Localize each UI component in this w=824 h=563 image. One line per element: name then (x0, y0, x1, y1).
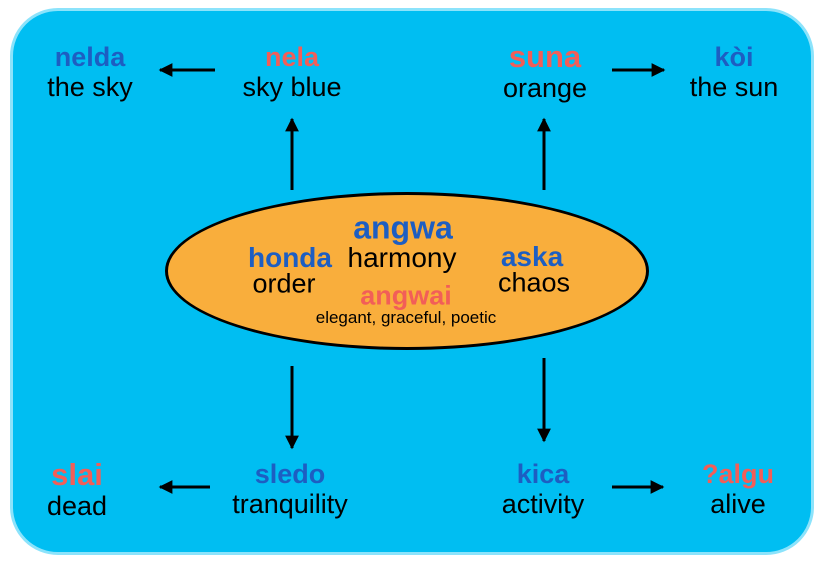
gloss-tranquility: tranquility (232, 488, 348, 519)
node-bottom-left: slai dead (46, 457, 108, 522)
word-angwai: angwai (360, 280, 452, 311)
gloss-the-sky: the sky (47, 71, 133, 102)
gloss-activity: activity (501, 488, 585, 519)
gloss-dead: dead (46, 491, 108, 522)
word-sledo: sledo (254, 459, 326, 489)
node-bottom-mid-left: sledo tranquility (232, 459, 348, 519)
node-bottom-mid-right: kica activity (501, 459, 585, 519)
gloss-alive: alive (710, 488, 766, 519)
gloss-order: order (252, 268, 316, 299)
word-algu: ?algu (702, 459, 774, 489)
node-top-left: nelda the sky (47, 42, 133, 102)
word-koi: kòi (714, 42, 754, 72)
node-top-mid-right: suna orange (502, 39, 588, 104)
word-nela: nela (264, 42, 320, 72)
gloss-harmony: harmony (347, 242, 457, 273)
gloss-sky-blue: sky blue (242, 71, 342, 102)
word-honda: honda (248, 242, 332, 273)
word-angwa: angwa (353, 209, 453, 246)
gloss-chaos: chaos (497, 267, 571, 298)
word-kica: kica (516, 459, 570, 489)
word-aska: aska (500, 241, 564, 272)
gloss-orange: orange (502, 73, 588, 104)
word-suna: suna (508, 39, 582, 74)
gloss-elegant-graceful-poetic: elegant, graceful, poetic (315, 308, 497, 327)
node-bottom-right: ?algu alive (702, 459, 774, 519)
gloss-the-sun: the sun (689, 71, 779, 102)
word-slai: slai (51, 457, 103, 492)
central-ellipse (165, 192, 649, 350)
word-nelda: nelda (54, 42, 126, 72)
node-top-mid-left: nela sky blue (242, 42, 342, 102)
node-top-right: kòi the sun (689, 42, 779, 102)
